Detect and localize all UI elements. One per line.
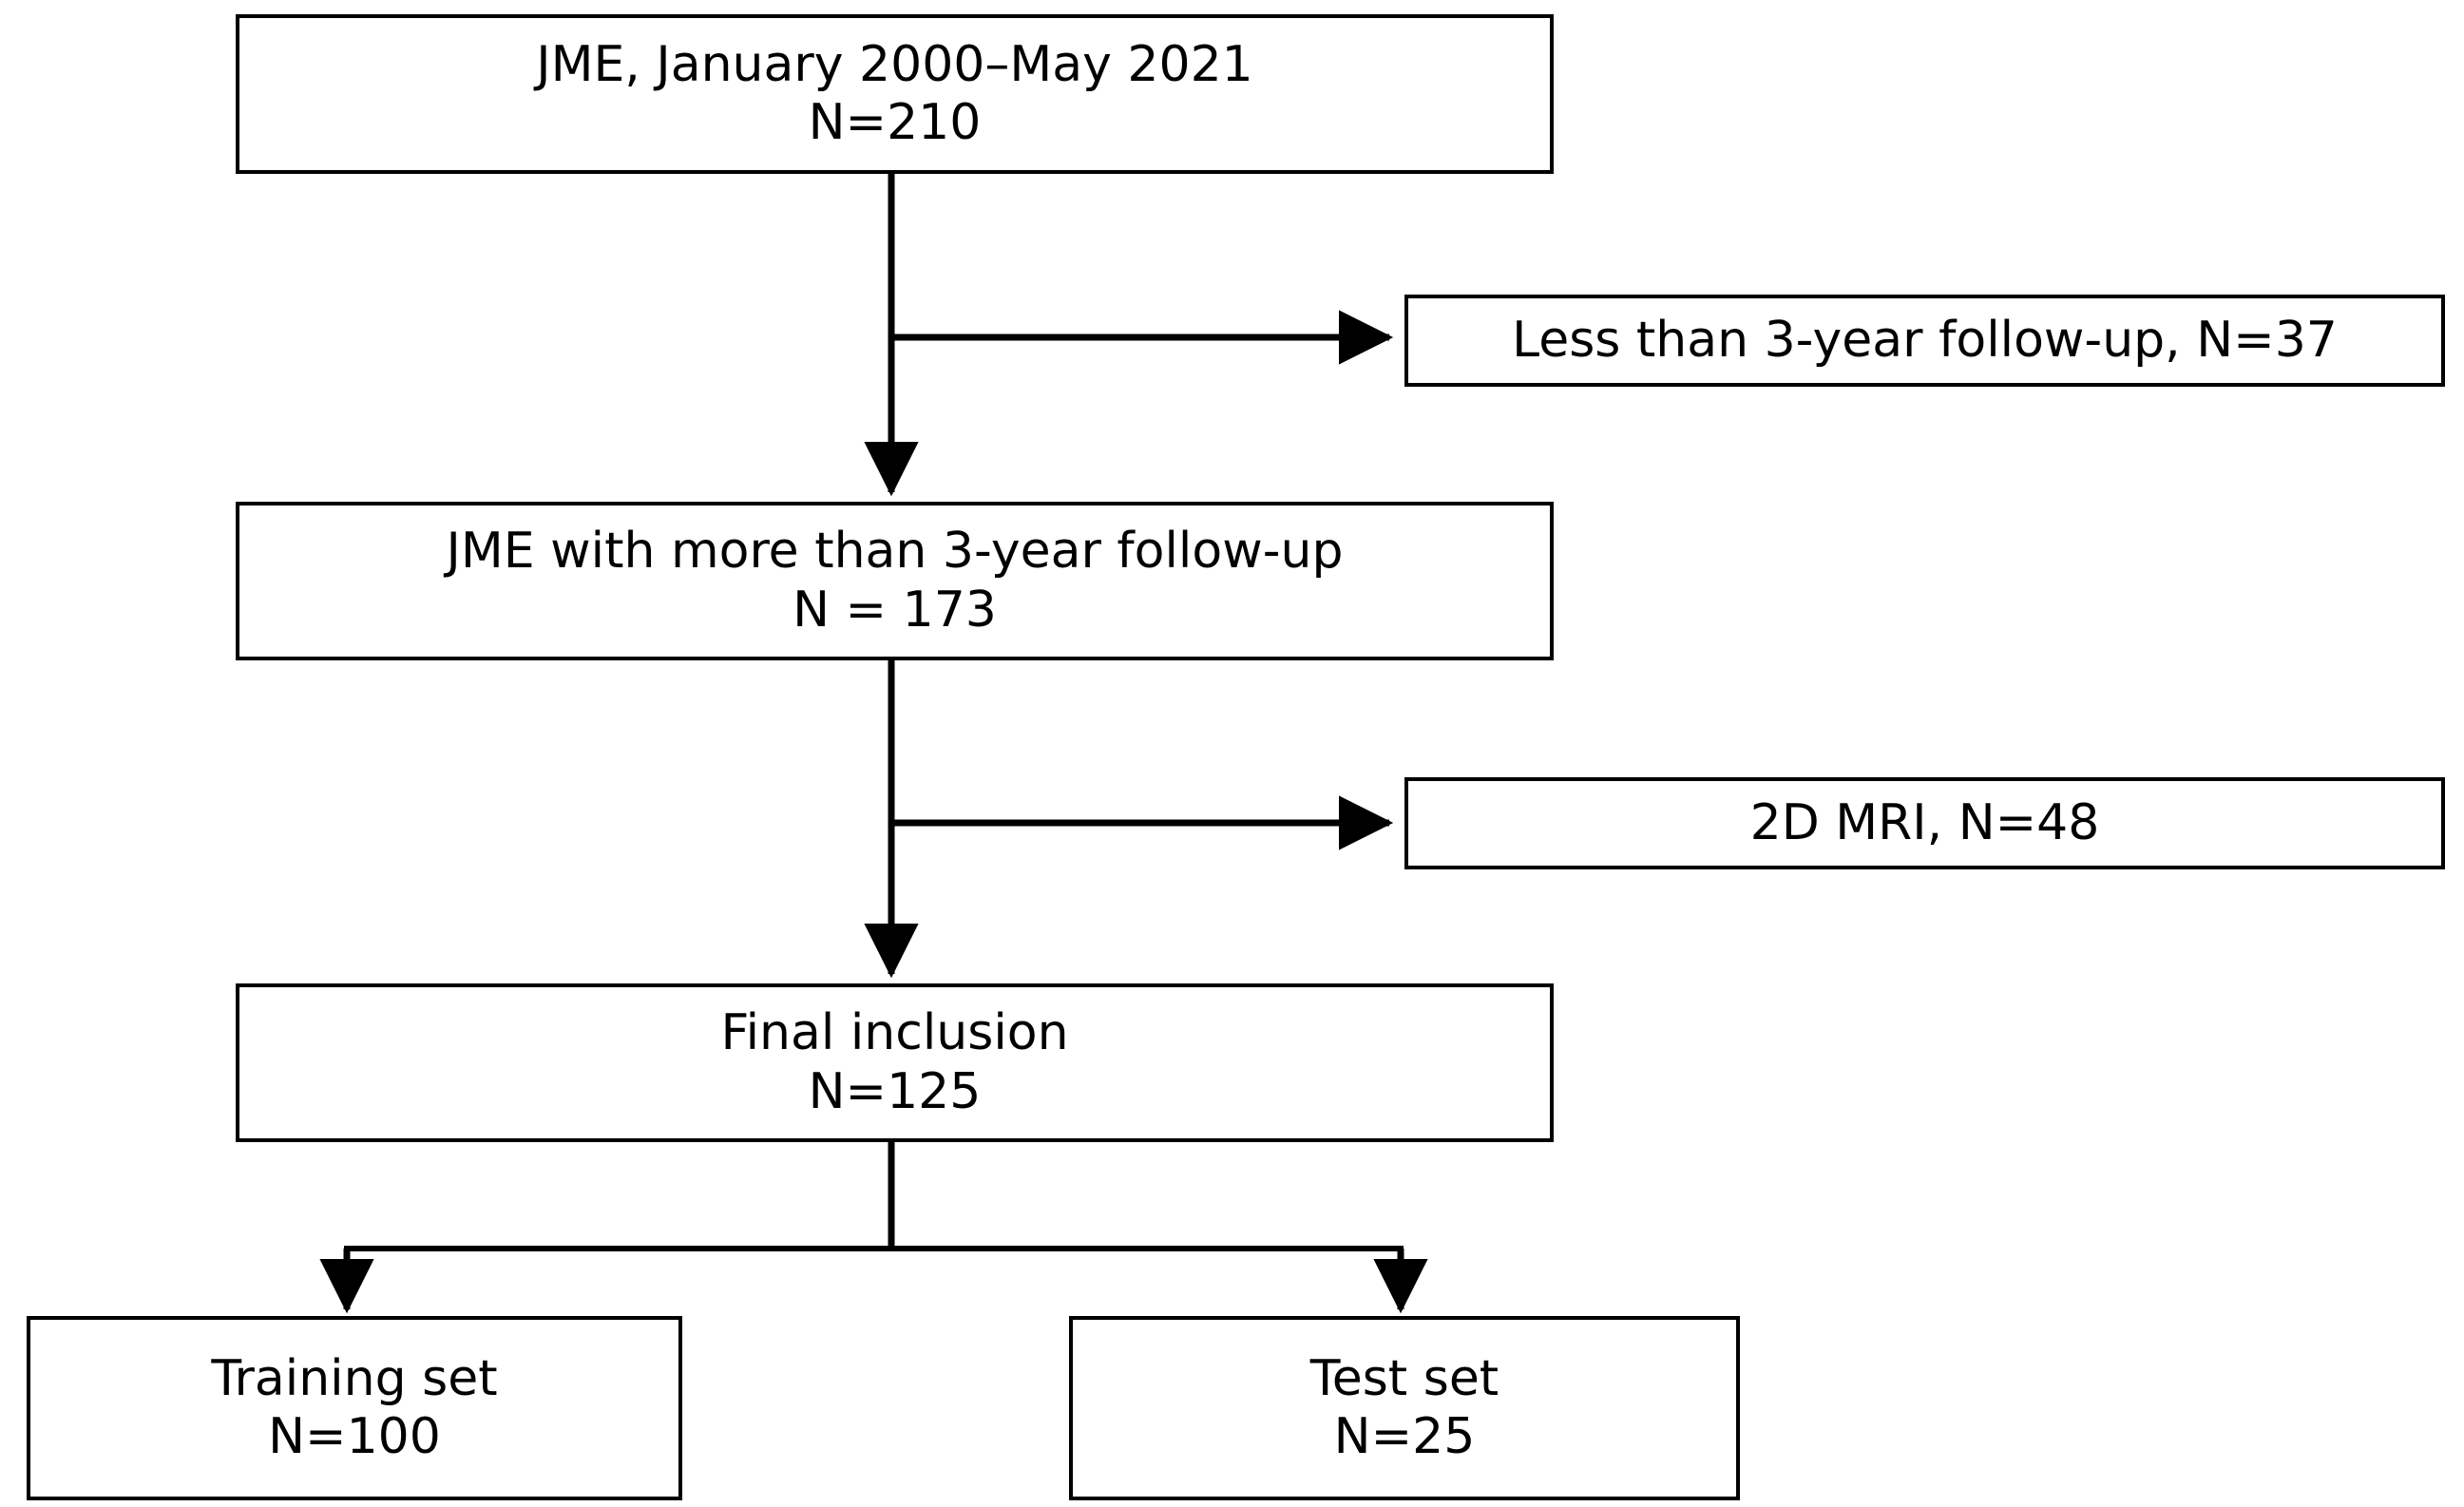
node-test-set: Test set N=25 [1069, 1316, 1740, 1500]
node-excluded-followup: Less than 3-year follow-up, N=37 [1404, 295, 2445, 387]
node-followup-line1: JME with more than 3-year follow-up [446, 523, 1344, 581]
node-final-inclusion-line1: Final inclusion [720, 1004, 1069, 1062]
node-followup-line2: N = 173 [793, 581, 997, 639]
node-final-inclusion: Final inclusion N=125 [236, 983, 1554, 1142]
node-test-set-line2: N=25 [1333, 1408, 1476, 1465]
node-cohort-line1: JME, January 2000–May 2021 [536, 35, 1253, 93]
node-followup: JME with more than 3-year follow-up N = … [236, 502, 1554, 660]
node-training-set: Training set N=100 [27, 1316, 682, 1500]
node-test-set-line1: Test set [1309, 1349, 1499, 1407]
node-excluded-followup-label: Less than 3-year follow-up, N=37 [1512, 311, 2338, 369]
node-final-inclusion-line2: N=125 [808, 1062, 982, 1120]
node-excluded-mri: 2D MRI, N=48 [1404, 777, 2445, 869]
node-cohort: JME, January 2000–May 2021 N=210 [236, 14, 1554, 174]
edge-final-split-bus [344, 1142, 1404, 1251]
node-training-set-line2: N=100 [268, 1408, 441, 1465]
node-excluded-mri-label: 2D MRI, N=48 [1749, 793, 2100, 851]
node-training-set-line1: Training set [211, 1349, 498, 1407]
node-cohort-line2: N=210 [808, 94, 982, 151]
